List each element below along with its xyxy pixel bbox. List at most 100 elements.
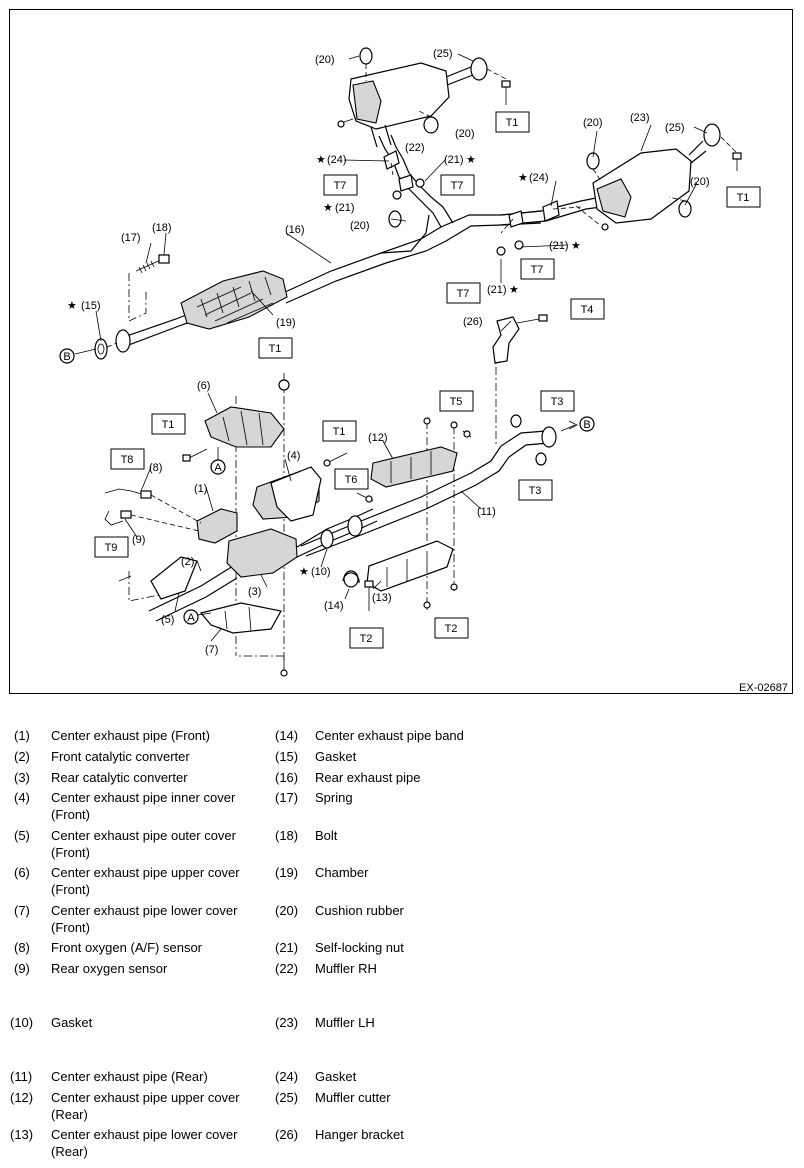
legend-text: Muffler cutter xyxy=(315,1090,391,1105)
callout: (25) xyxy=(665,122,685,134)
callout: (20) xyxy=(583,117,603,129)
callout: (20) xyxy=(690,176,710,188)
callout: (17) xyxy=(121,232,141,244)
callout: (20) xyxy=(315,54,335,66)
legend-number: (15) xyxy=(275,749,299,764)
legend-number: (11) xyxy=(10,1069,33,1084)
callout: (6) xyxy=(197,380,210,392)
torque-label: T7 xyxy=(334,180,347,192)
legend-text: Center exhaust pipe (Front) xyxy=(51,728,210,743)
legend-text: Rear catalytic converter xyxy=(51,770,188,785)
torque-label: T1 xyxy=(506,117,519,129)
callout: (2) xyxy=(181,556,194,568)
torque-labels: T1 T1 T1 T1 T1 T2 T2 T3 T3 T4 T5 T6 T7 T… xyxy=(105,117,750,645)
legend-number: (21) xyxy=(275,940,299,955)
legend-number: (8) xyxy=(14,940,30,955)
diagram-canvas: T1 T1 T1 T1 T1 T2 T2 T3 T3 T4 T5 T6 T7 T… xyxy=(59,47,788,694)
legend-text: Spring xyxy=(315,790,353,805)
legend-number: (14) xyxy=(275,728,299,743)
legend-number: (5) xyxy=(14,828,30,843)
legend-number: (6) xyxy=(14,865,30,880)
legend-number: (20) xyxy=(275,903,299,918)
legend-text: Front oxygen (A/F) sensor xyxy=(51,940,202,955)
legend-number: (2) xyxy=(14,749,30,764)
callout: (8) xyxy=(149,462,162,474)
callout: (5) xyxy=(161,614,174,626)
legend-number: (4) xyxy=(14,790,30,805)
legend-number: (26) xyxy=(275,1127,299,1142)
legend-text: Rear oxygen sensor xyxy=(51,961,168,976)
center-exhaust-pipe-front xyxy=(118,470,378,622)
legend-text: Center exhaust pipe (Rear) xyxy=(51,1069,208,1084)
torque-label: T1 xyxy=(333,426,346,438)
torque-label: T2 xyxy=(360,633,373,645)
legend-text: Front catalytic converter xyxy=(51,749,190,764)
legend-number: (7) xyxy=(14,903,30,918)
spring-and-bolt xyxy=(128,254,170,322)
legend-text: Cushion rubber xyxy=(315,903,404,918)
star-icon: ★ xyxy=(466,154,476,166)
oxygen-sensors xyxy=(104,488,202,532)
legend-number: (12) xyxy=(10,1090,34,1105)
torque-label: T2 xyxy=(445,623,458,635)
legend-text: Muffler LH xyxy=(315,1015,375,1030)
chamber xyxy=(180,270,288,330)
star-markers: ★ ★ ★ ★ ★ ★ ★ ★ xyxy=(67,154,581,578)
legend-number: (22) xyxy=(275,961,299,976)
parts-legend: (1) Center exhaust pipe (Front) (2) Front … xyxy=(0,720,804,1168)
torque-label: T3 xyxy=(551,396,564,408)
center-exhaust-pipe-rear xyxy=(300,414,578,557)
torque-label: T1 xyxy=(162,419,175,431)
legend-text: Gasket xyxy=(315,749,357,764)
torque-label: T1 xyxy=(737,192,750,204)
legend-text: Rear exhaust pipe xyxy=(315,770,421,785)
torque-label-boxes xyxy=(94,111,761,649)
star-icon: ★ xyxy=(323,202,333,214)
callout: (26) xyxy=(463,316,483,328)
callout: (10) xyxy=(311,566,331,578)
legend-number: (17) xyxy=(275,790,299,805)
torque-label: T5 xyxy=(450,396,463,408)
legend-text: Self-locking nut xyxy=(315,940,404,955)
legend-number: (1) xyxy=(14,728,30,743)
callout: (21) xyxy=(444,154,464,166)
star-icon: ★ xyxy=(518,172,528,184)
callout: (16) xyxy=(285,224,305,236)
legend-text: Center exhaust pipe lower cover (Front) xyxy=(51,903,238,935)
legend-number: (16) xyxy=(275,770,299,785)
torque-label: T6 xyxy=(345,474,358,486)
callout: (1) xyxy=(194,483,207,495)
legend-text: Muffler RH xyxy=(315,961,377,976)
callout: (21) xyxy=(487,284,507,296)
torque-label: T7 xyxy=(457,288,470,300)
muffler-lh xyxy=(586,123,742,224)
legend-text: Center exhaust pipe upper cover (Front) xyxy=(51,865,240,897)
callout: (24) xyxy=(327,154,347,166)
star-icon: ★ xyxy=(299,566,309,578)
legend-text: Center exhaust pipe outer cover (Front) xyxy=(51,828,236,860)
legend-number: (18) xyxy=(275,828,299,843)
gaskets-and-cushions xyxy=(383,150,609,256)
legend-number: (13) xyxy=(10,1127,34,1142)
callout: (19) xyxy=(276,317,296,329)
torque-label: T4 xyxy=(581,304,594,316)
callout: (21) xyxy=(335,202,355,214)
marker-b: B xyxy=(583,419,590,431)
torque-label: T7 xyxy=(531,264,544,276)
legend-text: Center exhaust pipe band xyxy=(315,728,464,743)
leader-lines xyxy=(95,53,708,642)
legend-text: Bolt xyxy=(315,828,338,843)
callout: (23) xyxy=(630,112,650,124)
muffler-rh xyxy=(337,47,511,148)
star-icon: ★ xyxy=(67,300,77,312)
callout: (15) xyxy=(81,300,101,312)
legend-number: (10) xyxy=(10,1015,34,1030)
star-icon: ★ xyxy=(509,284,519,296)
legend-text: Center exhaust pipe upper cover (Rear) xyxy=(51,1090,240,1122)
star-icon: ★ xyxy=(316,154,326,166)
figure-code: EX-02687 xyxy=(739,682,788,694)
pipe-band xyxy=(342,572,374,611)
legend-text: Hanger bracket xyxy=(315,1127,404,1142)
legend-number: (9) xyxy=(14,961,30,976)
callout: (11) xyxy=(477,506,496,518)
